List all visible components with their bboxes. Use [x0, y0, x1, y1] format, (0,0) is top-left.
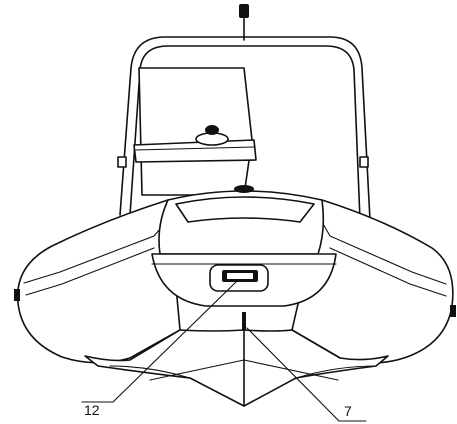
tube-left: [14, 199, 181, 364]
callout-7-label: 7: [344, 403, 352, 419]
bow-plate: [209, 264, 269, 292]
console: [133, 67, 257, 196]
callout-7: 7: [246, 327, 367, 422]
antenna: [239, 4, 249, 41]
hull-bottom: [84, 312, 389, 407]
arch-frame: [117, 36, 371, 221]
callout-12: 12: [81, 281, 237, 418]
helm-knob: [195, 125, 229, 146]
callout-12-label: 12: [84, 402, 100, 418]
